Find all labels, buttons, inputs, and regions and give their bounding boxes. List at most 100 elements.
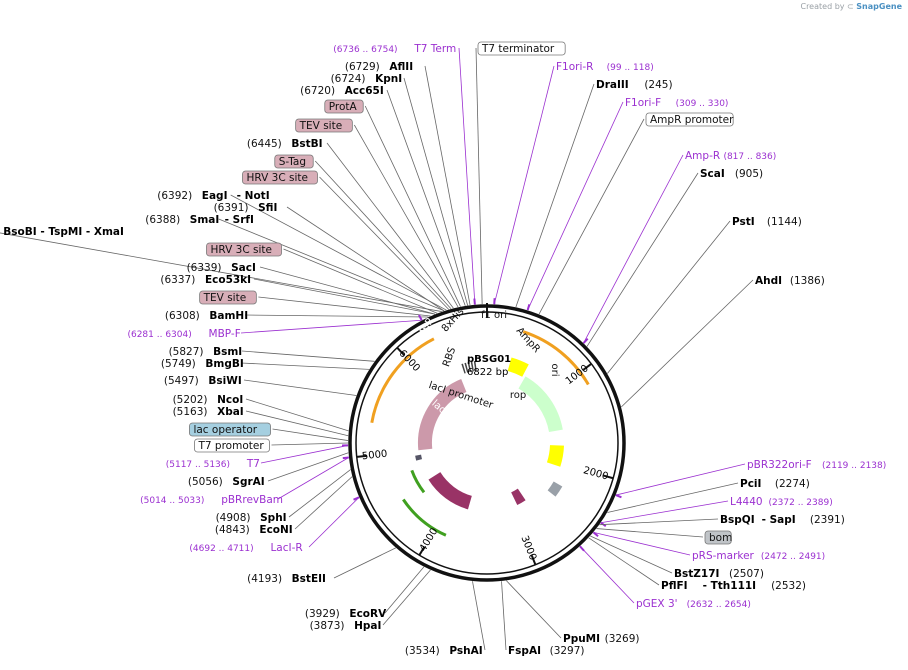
primer-label[interactable]: pGEX 3'(2632 .. 2654) bbox=[636, 598, 751, 610]
leader-line bbox=[579, 546, 635, 604]
primer-label[interactable]: F1ori-F(309 .. 330) bbox=[625, 97, 728, 109]
enzyme-site-label[interactable]: (6720)Acc65I bbox=[300, 85, 384, 97]
feature-box-label[interactable]: ProtA bbox=[324, 99, 364, 114]
position-text: (5749) bbox=[161, 358, 196, 370]
green-arrow-outer bbox=[402, 498, 447, 537]
feature-box-text: TEV site bbox=[299, 120, 343, 132]
enzyme-site-label[interactable]: (5202)NcoI bbox=[173, 394, 244, 406]
primer-label[interactable]: Amp-R(817 .. 836) bbox=[685, 150, 776, 162]
position-text: (2274) bbox=[775, 478, 810, 490]
enzyme-site-label[interactable]: PflFI- Tth111I(2532) bbox=[661, 580, 806, 592]
enzyme-site-label[interactable]: (6392)EagI- NotI bbox=[157, 190, 269, 202]
feature-box-label[interactable]: T7 terminator bbox=[477, 41, 566, 56]
enzyme-site-label[interactable]: PciI(2274) bbox=[740, 478, 810, 490]
enzyme-site-label[interactable]: (6445)BstBI bbox=[247, 138, 323, 150]
feature-box bbox=[274, 154, 314, 169]
enzyme-site-label[interactable]: (5056)SgrAI bbox=[188, 476, 265, 488]
feature-box-label[interactable]: HRV 3C site bbox=[242, 170, 318, 185]
site-name: XbaI bbox=[217, 406, 244, 418]
enzyme-site-label[interactable]: FspAI(3297) bbox=[508, 645, 585, 657]
site-name: EcoNI bbox=[259, 524, 292, 536]
feature-box bbox=[189, 422, 271, 437]
enzyme-site-label[interactable]: (4193) BstEII bbox=[247, 573, 326, 585]
leader-line bbox=[354, 124, 459, 308]
f1-ori-arc bbox=[507, 357, 529, 377]
enzyme-site-label[interactable]: (4908)SphI bbox=[216, 512, 287, 524]
enzyme-site-label[interactable]: (6729)AflII bbox=[345, 61, 413, 73]
primer-label[interactable]: F1ori-R(99 .. 118) bbox=[556, 61, 654, 73]
feature-box-text: S-Tag bbox=[279, 156, 306, 168]
primer-label[interactable]: (5117 .. 5136)T7 bbox=[166, 458, 260, 470]
enzyme-site-label[interactable]: (6308)BamHI bbox=[165, 310, 248, 322]
site-name: Amp-R bbox=[685, 150, 720, 162]
site-name: FspAI bbox=[508, 645, 541, 657]
enzyme-site-label[interactable]: (6388)SmaI- SrfI bbox=[145, 214, 254, 226]
enzyme-site-label[interactable]: (5163)XbaI bbox=[173, 406, 244, 418]
enzyme-site-label[interactable]: (3929)EcoRV bbox=[305, 608, 387, 620]
feature-box-label[interactable]: AmpR promoter bbox=[645, 112, 734, 127]
enzyme-site-label[interactable]: (6386)AvaI- BsoBI - TspMI - XmaI bbox=[0, 226, 124, 238]
position-text: (5056) bbox=[188, 476, 223, 488]
enzyme-site-label[interactable]: (6339)SacI bbox=[187, 262, 256, 274]
position-text: (2119 .. 2138) bbox=[822, 461, 886, 471]
enzyme-site-label[interactable]: PstI(1144) bbox=[732, 216, 802, 228]
enzyme-site-label[interactable]: (6337)Eco53kI bbox=[160, 274, 251, 286]
feature-box-label[interactable]: TEV site bbox=[199, 290, 257, 305]
tick-label: 4000 bbox=[418, 526, 441, 553]
leader-line bbox=[506, 580, 562, 639]
feature-box-label[interactable]: HRV 3C site bbox=[206, 242, 282, 257]
ori-arc bbox=[546, 444, 564, 467]
primer-label[interactable]: (6281 .. 6304)MBP-F bbox=[127, 328, 240, 340]
backbone-inner bbox=[355, 311, 619, 575]
enzyme-site-label[interactable]: PpuMI(3269) bbox=[563, 633, 640, 645]
feature-box-text: lac operator bbox=[193, 424, 257, 436]
site-name: T7 bbox=[246, 458, 260, 470]
leader-lines bbox=[0, 47, 754, 651]
feature-box-label[interactable]: T7 promoter bbox=[194, 438, 270, 453]
feature-box-label[interactable]: S-Tag bbox=[274, 154, 314, 169]
leader-line bbox=[588, 537, 660, 586]
primer-label[interactable]: pRS-marker(2472 .. 2491) bbox=[692, 550, 825, 562]
leader-line bbox=[590, 535, 673, 574]
leader-line bbox=[244, 314, 429, 318]
primer-label[interactable]: pBR322ori-F(2119 .. 2138) bbox=[747, 459, 886, 471]
leader-line bbox=[607, 220, 731, 374]
ampr-arc bbox=[518, 376, 563, 433]
enzyme-site-label[interactable]: (6724)KpnI bbox=[331, 73, 403, 85]
enzyme-site-label[interactable]: BspQI- SapI(2391) bbox=[720, 514, 845, 526]
leader-line bbox=[286, 206, 445, 312]
rop-arc bbox=[511, 488, 526, 506]
enzyme-site-label[interactable]: (6391)SfiI bbox=[214, 202, 278, 214]
leader-line bbox=[326, 142, 454, 309]
enzyme-site-label[interactable]: ScaI(905) bbox=[700, 168, 763, 180]
site-name: AhdI bbox=[755, 275, 782, 287]
enzyme-site-label[interactable]: (3534)PshAI bbox=[405, 645, 483, 657]
enzyme-site-label[interactable]: BstZ17I(2507) bbox=[674, 568, 764, 580]
feature-box-label[interactable]: bom bbox=[704, 530, 732, 545]
enzyme-site-label[interactable]: DraIII(245) bbox=[596, 79, 673, 91]
site-name: BstEII bbox=[292, 573, 326, 585]
position-text: (6736 .. 6754) bbox=[333, 45, 397, 55]
enzyme-site-label[interactable]: (3873)HpaI bbox=[310, 620, 382, 632]
plasmid-name: pBSG01 bbox=[467, 354, 511, 365]
enzyme-site-label[interactable]: AhdI(1386) bbox=[755, 275, 825, 287]
primer-label[interactable]: (4692 .. 4711)LacI-R bbox=[189, 542, 302, 554]
position-text: (4193) bbox=[247, 573, 282, 585]
leader-line bbox=[472, 581, 486, 651]
feature-box-label[interactable]: lac operator bbox=[189, 422, 271, 437]
tick-mark bbox=[530, 555, 537, 566]
primer-label[interactable]: (6736 .. 6754)T7 Term bbox=[333, 43, 456, 55]
position-text: (6281 .. 6304) bbox=[127, 330, 191, 340]
site-name: F1ori-F bbox=[625, 97, 661, 109]
primer-label[interactable]: L4440(2372 .. 2389) bbox=[730, 496, 833, 508]
enzyme-site-label[interactable]: (5749)BmgBI bbox=[161, 358, 244, 370]
feature-box-label[interactable]: TEV site bbox=[295, 118, 353, 133]
site-name: Eco53kI bbox=[205, 274, 251, 286]
enzyme-site-label[interactable]: (4843)EcoNI bbox=[215, 524, 293, 536]
enzyme-site-label[interactable]: (5827)BsmI bbox=[169, 346, 243, 358]
primer-label[interactable]: (5014 .. 5033)pBRrevBam bbox=[140, 494, 283, 506]
leader-line bbox=[272, 428, 349, 441]
enzyme-site-label[interactable]: (5497)BsiWI bbox=[164, 375, 242, 387]
leader-line bbox=[515, 83, 595, 308]
leader-line bbox=[230, 194, 447, 311]
